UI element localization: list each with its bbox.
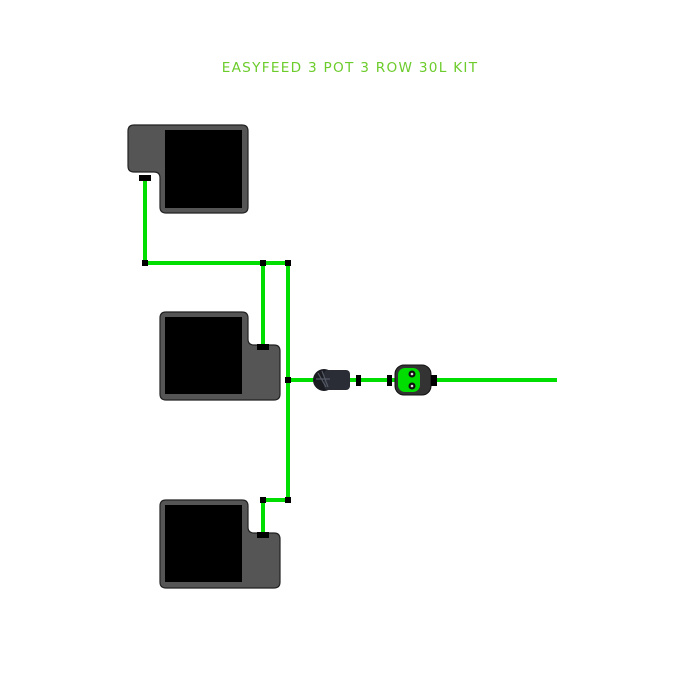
pot-connector bbox=[257, 532, 269, 538]
junction bbox=[285, 377, 291, 383]
pot-connector bbox=[257, 344, 269, 350]
pot-2 bbox=[159, 311, 281, 401]
inline-filter-icon bbox=[313, 369, 361, 391]
diagram-title: EASYFEED 3 POT 3 ROW 30L KIT bbox=[221, 61, 479, 76]
pot-3 bbox=[159, 499, 281, 589]
junction bbox=[142, 260, 148, 266]
junction bbox=[260, 497, 266, 503]
pipe-pot-3 bbox=[261, 498, 288, 535]
junction bbox=[260, 260, 266, 266]
pot-1 bbox=[127, 124, 249, 214]
junction bbox=[285, 497, 291, 503]
junction bbox=[285, 260, 291, 266]
feed-valve-timer-icon bbox=[387, 364, 437, 396]
pot-connector bbox=[139, 175, 151, 181]
junctions bbox=[142, 260, 291, 503]
